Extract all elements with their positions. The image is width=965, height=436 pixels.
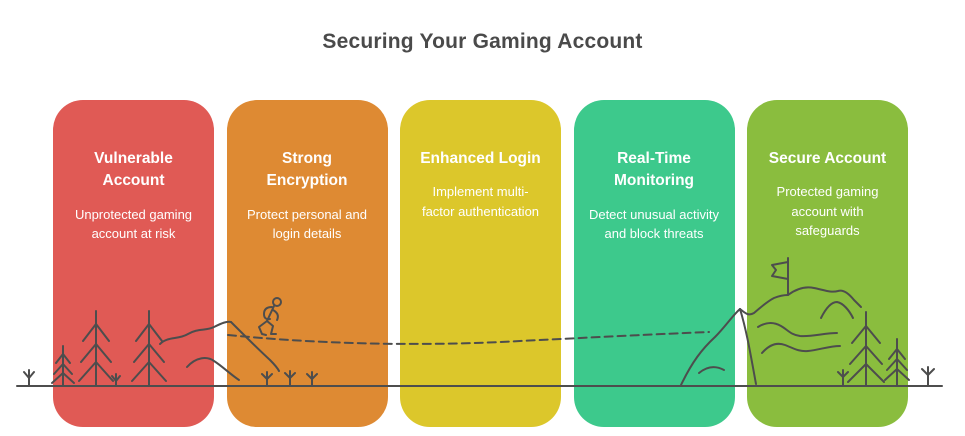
sprout-icon: [921, 366, 935, 387]
card-description: Protect personal and login details: [247, 206, 367, 242]
card-secure-account: Secure Account Protected gaming account …: [747, 100, 908, 427]
card-title: Real-Time Monitoring: [613, 150, 695, 190]
card-enhanced-login: Enhanced Login Implement multi- factor a…: [400, 100, 561, 427]
page-title: Securing Your Gaming Account: [322, 30, 643, 53]
card-title: Secure Account: [768, 150, 887, 167]
card-description: Protected gaming account with safeguards: [776, 184, 879, 239]
sprout-icon: [23, 369, 35, 387]
card-title: Vulnerable Account: [94, 150, 173, 190]
card-title: Strong Encryption: [266, 150, 348, 190]
card-strong-encryption: Strong Encryption Protect personal and l…: [226, 100, 388, 427]
card-title: Enhanced Login: [420, 150, 541, 167]
card-description: Implement multi- factor authentication: [421, 184, 540, 219]
card-vulnerable-account: Vulnerable Account Unprotected gaming ac…: [53, 100, 214, 427]
card-description: Detect unusual activity and block threat…: [588, 206, 720, 242]
card-description: Unprotected gaming account at risk: [74, 206, 193, 242]
card-real-time-monitoring: Real-Time Monitoring Detect unusual acti…: [573, 100, 735, 427]
